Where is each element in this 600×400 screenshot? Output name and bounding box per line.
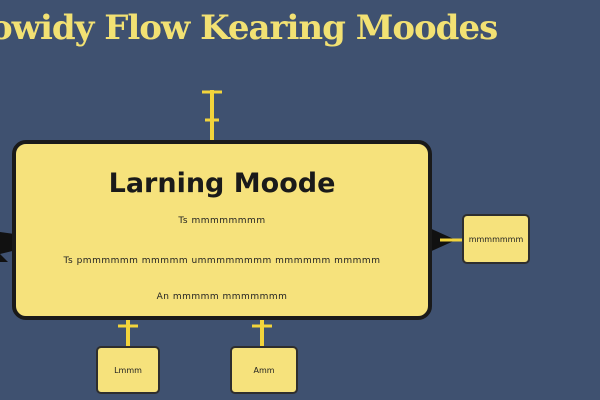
bottom-node-2: Amm <box>230 346 298 394</box>
main-node-line: Ts pmmmmmm mmmmm ummmmmmmm mmmmmm mmmmm <box>63 256 381 266</box>
bottom-node-1-label: Lmmm <box>114 365 142 375</box>
diagram-title: owidy Flow Kearing Moodes <box>0 8 498 48</box>
right-node-label: mmmmmmm <box>468 234 524 244</box>
bottom-node-1: Lmmm <box>96 346 160 394</box>
bottom-node-2-label: Amm <box>253 365 275 375</box>
main-node-heading: Larning Moode <box>108 168 336 199</box>
main-node-line: An mmmmm mmmmmmm <box>156 292 288 302</box>
main-node-line: Ts mmmmmmmm <box>178 216 266 226</box>
right-node: mmmmmmm <box>462 214 530 264</box>
left-arrow-tail <box>0 254 8 262</box>
main-node: Larning Moode Ts mmmmmmmm Ts pmmmmmm mmm… <box>12 140 432 320</box>
